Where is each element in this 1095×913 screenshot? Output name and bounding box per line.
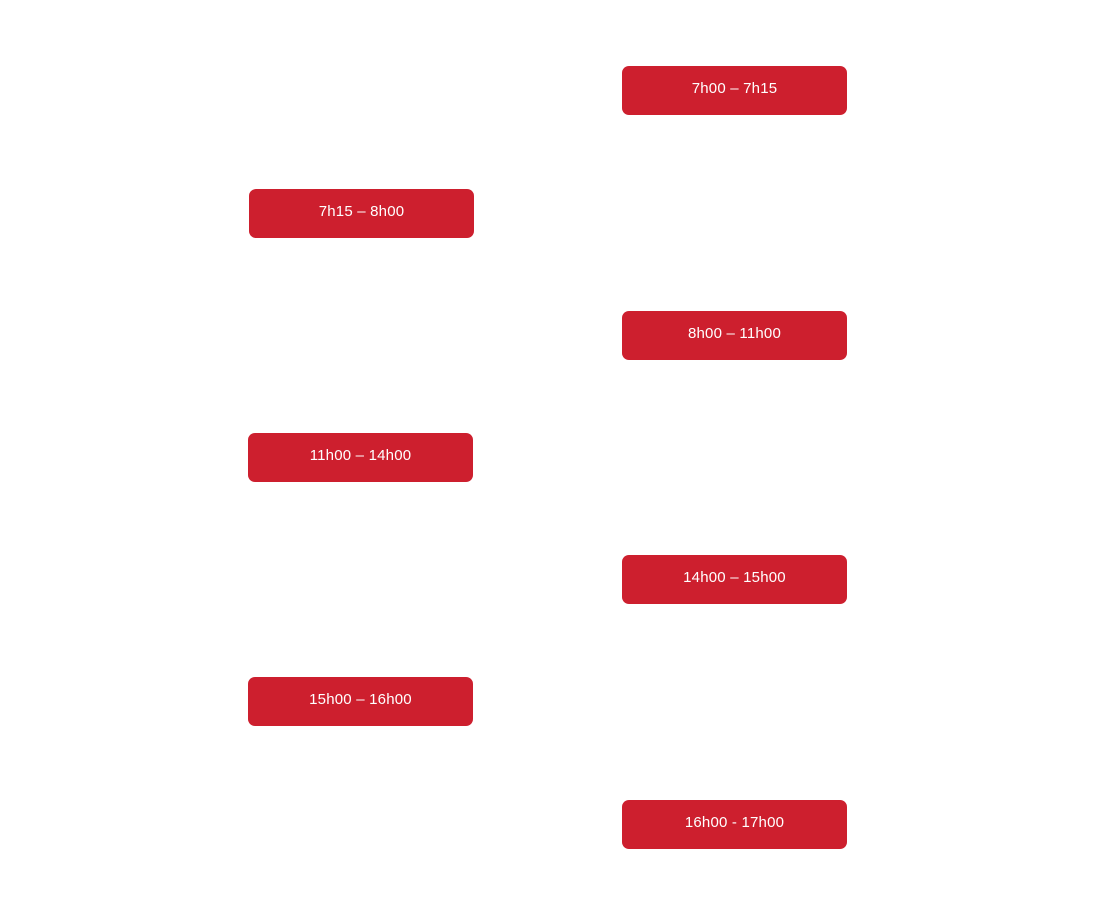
- time-slot-button-16h00-17h00[interactable]: 16h00 - 17h00: [622, 800, 847, 849]
- time-slot-label: 16h00 - 17h00: [684, 814, 785, 831]
- time-slot-button-14h00-15h00[interactable]: 14h00 – 15h00: [622, 555, 847, 604]
- time-slot-label: 8h00 – 11h00: [687, 325, 782, 342]
- time-slot-button-15h00-16h00[interactable]: 15h00 – 16h00: [248, 677, 473, 726]
- time-slot-button-7h00-7h15[interactable]: 7h00 – 7h15: [622, 66, 847, 115]
- time-slot-button-11h00-14h00[interactable]: 11h00 – 14h00: [248, 433, 473, 482]
- time-slot-label: 15h00 – 16h00: [309, 691, 412, 708]
- time-slot-label: 14h00 – 15h00: [683, 569, 786, 586]
- time-slot-button-8h00-11h00[interactable]: 8h00 – 11h00: [622, 311, 847, 360]
- time-slot-label: 11h00 – 14h00: [309, 447, 412, 464]
- time-slot-button-7h15-8h00[interactable]: 7h15 – 8h00: [249, 189, 474, 238]
- time-slot-label: 7h15 – 8h00: [318, 203, 405, 220]
- time-slot-label: 7h00 – 7h15: [691, 80, 778, 97]
